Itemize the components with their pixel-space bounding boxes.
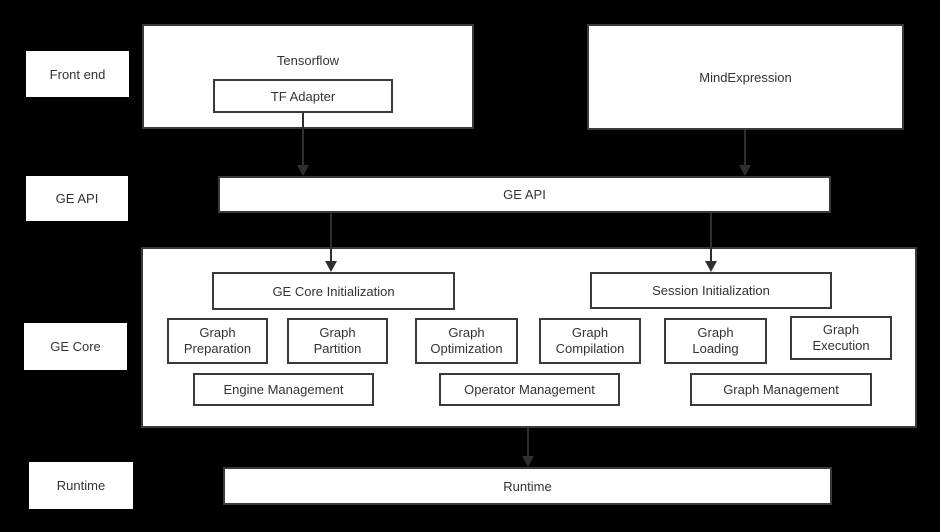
runtime-bar: Runtime	[223, 467, 832, 505]
operator-management-label: Operator Management	[464, 382, 595, 397]
graph-execution-box: Graph Execution	[790, 316, 892, 360]
engine-management-label: Engine Management	[223, 382, 344, 397]
ge-core-initialization-label: GE Core Initialization	[272, 283, 395, 299]
arrow-stem	[302, 113, 304, 166]
ge-core-initialization-box: GE Core Initialization	[212, 272, 455, 310]
arrow-stem	[330, 213, 332, 262]
layer-label-ge-core-text: GE Core	[50, 339, 101, 354]
graph-partition-label: Graph Partition	[313, 325, 362, 356]
operator-management-box: Operator Management	[439, 373, 620, 406]
layer-label-runtime: Runtime	[29, 462, 133, 509]
ge-api-bar-label: GE API	[503, 187, 546, 202]
tf-adapter-box: TF Adapter	[213, 79, 393, 113]
mindexpression-label: MindExpression	[699, 69, 792, 85]
graph-loading-box: Graph Loading	[664, 318, 767, 364]
graph-preparation-box: Graph Preparation	[167, 318, 268, 364]
graph-preparation-label: Graph Preparation	[183, 325, 252, 356]
layer-label-ge-api: GE API	[26, 176, 128, 221]
mindexpression-box: MindExpression	[587, 24, 904, 130]
graph-optimization-label: Graph Optimization	[430, 325, 503, 356]
tensorflow-box: Tensorflow TF Adapter	[142, 24, 474, 129]
arrow-stem	[744, 130, 746, 166]
graph-compilation-box: Graph Compilation	[539, 318, 641, 364]
arrow-head-icon	[297, 165, 309, 176]
tensorflow-label: Tensorflow	[276, 53, 340, 68]
graph-execution-label: Graph Execution	[812, 322, 870, 353]
runtime-bar-label: Runtime	[503, 478, 552, 494]
arrow-head-icon	[325, 261, 337, 272]
layer-label-ge-core: GE Core	[24, 323, 127, 370]
session-initialization-label: Session Initialization	[652, 283, 770, 298]
graph-management-box: Graph Management	[690, 373, 872, 406]
arrow-tf-adapter-to-ge-api	[297, 113, 309, 176]
graph-loading-label: Graph Loading	[692, 325, 739, 356]
tf-adapter-label: TF Adapter	[270, 88, 336, 104]
arrow-head-icon	[522, 456, 534, 467]
arrow-mindexpression-to-ge-api	[739, 130, 751, 176]
layer-label-ge-api-text: GE API	[55, 191, 99, 206]
ge-core-box: GE Core Initialization Session Initializ…	[141, 247, 917, 428]
graph-management-label: Graph Management	[723, 382, 839, 397]
session-initialization-box: Session Initialization	[590, 272, 832, 309]
arrow-stem	[710, 213, 712, 262]
arrow-ge-core-to-runtime	[522, 428, 534, 467]
arrow-head-icon	[705, 261, 717, 272]
layer-label-runtime-text: Runtime	[56, 478, 106, 493]
graph-compilation-label: Graph Compilation	[555, 325, 625, 356]
arrow-head-icon	[739, 165, 751, 176]
layer-label-front-end-text: Front end	[49, 66, 106, 82]
engine-management-box: Engine Management	[193, 373, 374, 406]
graph-partition-box: Graph Partition	[287, 318, 388, 364]
arrow-ge-api-to-session-initialization	[705, 213, 717, 272]
arrow-stem	[527, 428, 529, 457]
ge-api-bar: GE API	[218, 176, 831, 213]
graph-optimization-box: Graph Optimization	[415, 318, 518, 364]
arrow-ge-api-to-ge-core-initialization	[325, 213, 337, 272]
layer-label-front-end: Front end	[26, 51, 129, 97]
